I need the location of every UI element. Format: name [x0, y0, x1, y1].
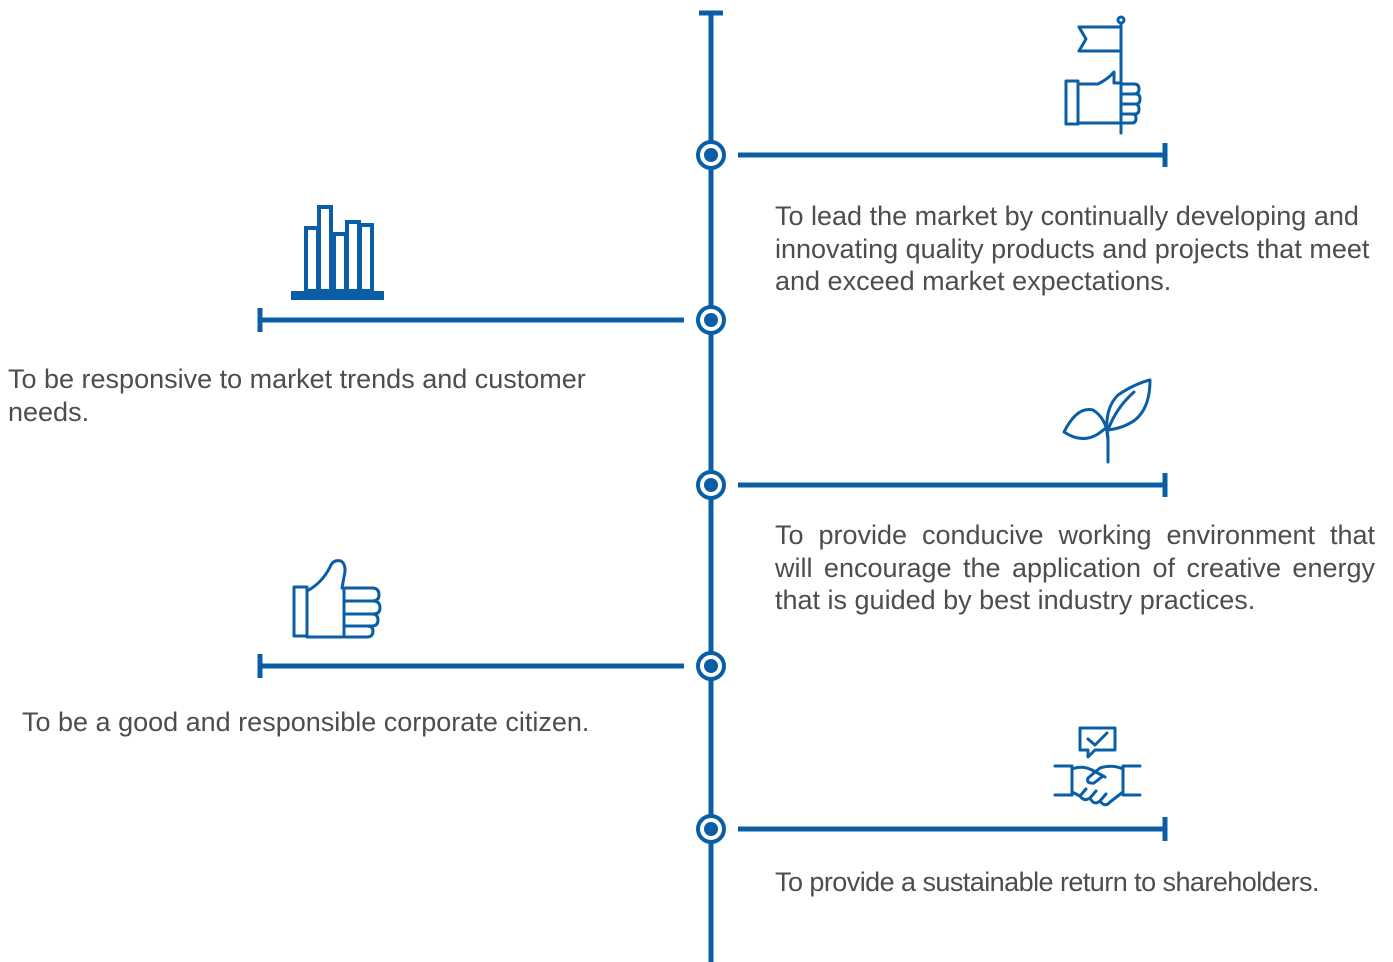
- milestone-1-text: To lead the market by continually develo…: [775, 201, 1370, 296]
- node-5: [696, 814, 726, 844]
- node-2: [696, 305, 726, 335]
- sprout-leaf-icon: [1062, 378, 1152, 464]
- thumbs-up-icon: [292, 559, 382, 639]
- node-4: [696, 651, 726, 681]
- node-1: [696, 140, 726, 170]
- timeline-nodes: [696, 140, 726, 844]
- milestone-2-text: To be responsive to market trends and cu…: [8, 364, 586, 427]
- milestone-3-text: To provide conducive working environment…: [775, 520, 1375, 615]
- milestone-4-text: To be a good and responsible corporate c…: [22, 707, 590, 737]
- milestone-5-text: To provide a sustainable return to share…: [775, 867, 1319, 897]
- handshake-icon: [1053, 726, 1142, 807]
- flag-in-hand-icon: [1064, 15, 1142, 135]
- node-3: [696, 470, 726, 500]
- bar-chart-icon: [291, 205, 384, 300]
